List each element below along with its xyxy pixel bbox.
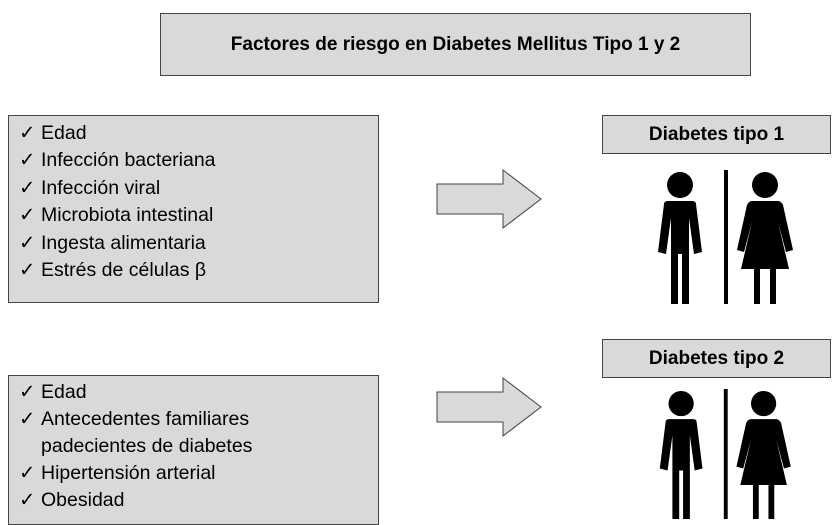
check-icon: ✓ [19,489,36,511]
check-icon: ✓ [19,408,36,430]
diabetes-type1-label: Diabetes tipo 1 [602,115,831,154]
check-icon: ✓ [19,204,36,227]
check-icon: ✓ [19,259,36,282]
factor-label: Obesidad [41,489,125,511]
factor-label: Estrés de células β [41,259,207,282]
list-item: ✓Ingesta alimentaria [19,230,378,257]
risk-factors-type1-box: ✓Edad ✓Infección bacteriana ✓Infección v… [8,115,379,303]
check-icon: ✓ [19,176,36,199]
risk-factors-type2-list: ✓Edad ✓Antecedentes familiares padecient… [19,379,378,514]
list-item: ✓Hipertensión arterial [19,460,378,487]
factor-label: Antecedentes familiares [41,408,250,430]
list-item: ✓Microbiota intestinal [19,202,378,229]
woman-icon [736,390,791,519]
divider [723,389,728,519]
factor-label: Infección viral [41,176,161,199]
arrow-right-icon [436,168,542,230]
check-icon: ✓ [19,381,36,403]
list-item: ✓Infección viral [19,175,378,202]
woman-icon [737,172,793,304]
list-item: ✓Antecedentes familiares [19,406,378,433]
factor-label: Hipertensión arterial [41,462,216,484]
list-item: ✓Edad [19,120,378,147]
man-woman-icon [658,170,793,304]
diabetes-type2-label: Diabetes tipo 2 [602,339,831,378]
factor-label: Microbiota intestinal [41,204,214,227]
factor-label: padecientes de diabetes [41,435,253,457]
factor-label: Edad [41,122,87,144]
check-icon: ✓ [19,122,36,144]
risk-factors-type1-list: ✓Edad ✓Infección bacteriana ✓Infección v… [19,120,378,284]
factor-label: Edad [41,381,87,403]
list-item: padecientes de diabetes [19,433,378,460]
factor-label: Infección bacteriana [41,149,216,172]
man-icon [658,172,702,304]
man-woman-icon [659,389,791,519]
list-item: ✓Estrés de células β [19,257,378,284]
factor-label: Ingesta alimentaria [41,231,206,254]
diagram-title: Factores de riesgo en Diabetes Mellitus … [160,13,751,76]
arrow-right-icon [436,376,542,438]
list-item: ✓Edad [19,379,378,406]
list-item: ✓Infección bacteriana [19,147,378,174]
list-item: ✓Obesidad [19,487,378,514]
divider [724,170,728,304]
man-icon [659,390,703,519]
risk-factors-type2-box: ✓Edad ✓Antecedentes familiares padecient… [8,375,379,525]
check-icon: ✓ [19,231,36,254]
check-icon: ✓ [19,149,36,172]
check-icon: ✓ [19,462,36,484]
